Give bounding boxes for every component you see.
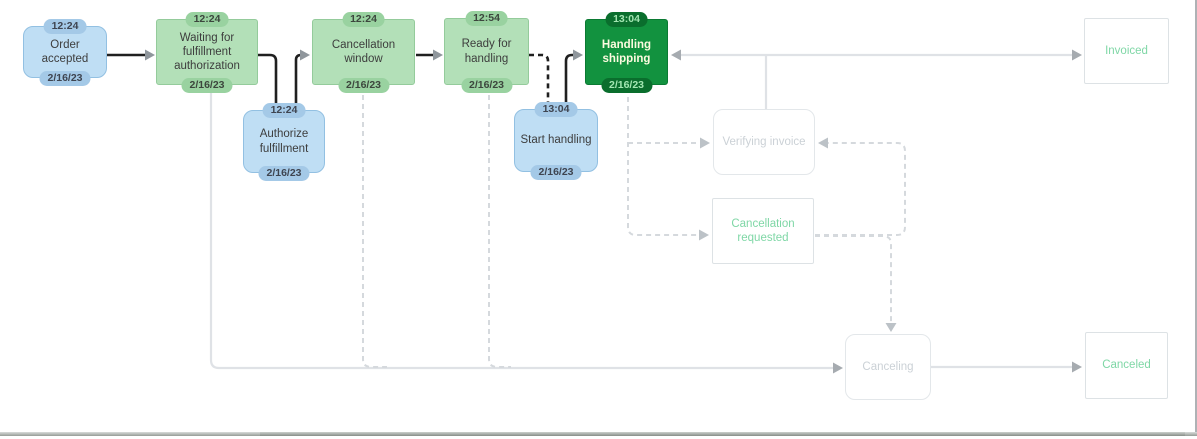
node-label-canceled: Canceled	[1102, 359, 1151, 372]
date-badge-ready-for-handling: 2/16/23	[460, 78, 513, 93]
arrowhead-canceling	[833, 362, 843, 374]
date-badge-order-accepted: 2/16/23	[39, 71, 91, 86]
node-label-cancellation-window: Cancellation window	[331, 38, 396, 65]
arrowhead-ready	[433, 49, 443, 61]
arrowhead-waiting	[145, 49, 155, 61]
time-badge-ready-for-handling: 12:54	[465, 11, 508, 26]
arrowhead-into-handling-shipping	[671, 49, 681, 61]
arrowhead-verifying-right	[818, 137, 828, 149]
edge-ready-to-canceling	[488, 86, 511, 368]
node-canceling[interactable]: Canceling	[845, 334, 931, 400]
node-label-verifying-invoice: Verifying invoice	[722, 135, 806, 148]
arrowhead-invoiced	[1072, 49, 1082, 61]
arrowhead-cancellation-requested	[699, 229, 709, 241]
horizontal-scrollbar[interactable]	[0, 432, 1197, 436]
node-label-start-handling: Start handling	[520, 134, 592, 147]
horizontal-scrollbar-thumb[interactable]	[260, 432, 1185, 436]
date-badge-start-handling: 2/16/23	[530, 165, 582, 180]
time-badge-order-accepted: 12:24	[43, 19, 87, 34]
node-label-waiting-fulfillment-authorization: Waiting for fulfillment authorization	[174, 31, 240, 72]
node-label-handling-shipping: Handling shipping	[601, 38, 652, 65]
date-badge-waiting-fulfillment-authorization: 2/16/23	[181, 78, 233, 93]
edge-ready-to-start-handling	[529, 53, 550, 109]
node-label-cancellation-requested: Cancellation requested	[731, 217, 795, 244]
edge-start-handling-to-handling-shipping	[564, 53, 574, 111]
edge-handling-to-cancellation-requested	[627, 88, 700, 236]
arrowhead-verifying-left	[700, 137, 710, 149]
node-canceled[interactable]: Canceled	[1085, 332, 1168, 399]
node-label-canceling: Canceling	[862, 360, 914, 373]
time-badge-handling-shipping: 13:04	[605, 12, 648, 27]
arrowhead-canceled	[1072, 361, 1082, 373]
node-cancellation-requested[interactable]: Cancellation requested	[712, 198, 814, 264]
date-badge-cancellation-window: 2/16/23	[337, 78, 390, 93]
edge-cancellation-window-to-canceling	[362, 86, 387, 368]
time-badge-authorize-fulfillment: 12:24	[262, 103, 306, 118]
date-badge-handling-shipping: 2/16/23	[600, 78, 653, 93]
node-label-order-accepted: Order accepted	[41, 38, 89, 65]
edge-waiting-to-authorize	[258, 53, 278, 111]
date-badge-authorize-fulfillment: 2/16/23	[258, 166, 310, 181]
time-badge-start-handling: 13:04	[534, 102, 578, 117]
time-badge-waiting-fulfillment-authorization: 12:24	[185, 12, 229, 27]
node-verifying-invoice[interactable]: Verifying invoice	[713, 109, 815, 175]
node-label-ready-for-handling: Ready for handling	[461, 38, 512, 65]
arrowhead-cancellation-window	[300, 49, 310, 61]
arrowhead-canceling-top	[885, 323, 897, 332]
time-badge-cancellation-window: 12:24	[342, 12, 385, 27]
edge-cancellation-requested-to-verifying	[815, 142, 906, 236]
node-label-authorize-fulfillment: Authorize fulfillment	[259, 128, 309, 155]
window-right-border	[1195, 0, 1197, 433]
edge-cancellation-requested-to-canceling	[815, 235, 892, 323]
edge-waiting-to-canceling	[209, 85, 834, 370]
node-invoiced[interactable]: Invoiced	[1084, 18, 1169, 84]
arrowhead-handling-shipping	[573, 49, 583, 61]
node-label-invoiced: Invoiced	[1105, 44, 1148, 57]
